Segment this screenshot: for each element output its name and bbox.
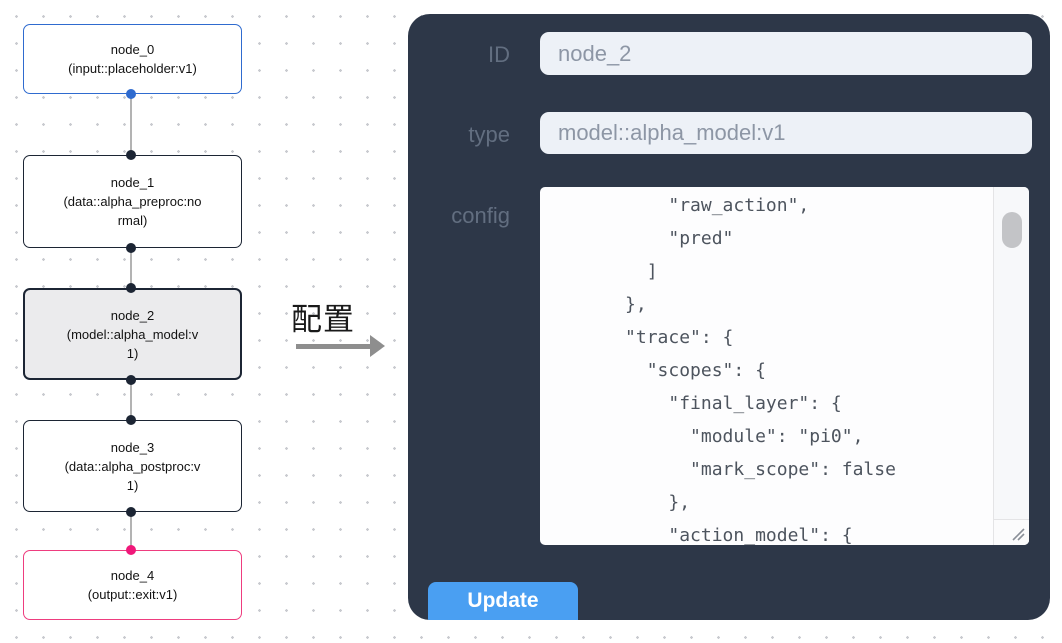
scrollbar-thumb[interactable]	[1002, 212, 1022, 248]
node-subtitle: (output::exit:v1)	[87, 587, 178, 602]
type-field-label: type	[468, 122, 510, 147]
type-input[interactable]	[540, 112, 1032, 154]
config-field-label: config	[451, 203, 510, 228]
node-subtitle: (data::alpha_postproc:v1)	[64, 458, 201, 493]
node-handle[interactable]	[126, 150, 136, 160]
resize-handle-icon[interactable]	[1010, 526, 1026, 542]
node-data-preproc[interactable]: node_1 (data::alpha_preproc:normal)	[23, 155, 242, 248]
node-output-exit[interactable]: node_4 (output::exit:v1)	[23, 550, 242, 620]
node-handle[interactable]	[126, 243, 136, 253]
node-handle[interactable]	[126, 545, 136, 555]
node-handle[interactable]	[126, 89, 136, 99]
config-textarea[interactable]: "raw_action", "pred" ] }, "trace": { "sc…	[540, 187, 1029, 545]
node-title: node_4	[110, 568, 155, 583]
config-text: "raw_action", "pred" ] }, "trace": { "sc…	[625, 195, 896, 545]
node-title: node_1	[110, 175, 155, 190]
node-title: node_0	[110, 42, 155, 57]
scrollbar[interactable]	[993, 187, 1029, 545]
node-data-postproc[interactable]: node_3 (data::alpha_postproc:v1)	[23, 420, 242, 512]
node-title: node_2	[110, 307, 155, 323]
node-model-selected[interactable]: node_2 (model::alpha_model:v1)	[23, 288, 242, 380]
id-field-label: ID	[488, 42, 510, 67]
edge-connector	[130, 248, 132, 288]
node-handle[interactable]	[126, 283, 136, 293]
configure-arrow-label: 配置	[291, 302, 355, 337]
edge-connector	[130, 512, 132, 550]
edge-connector	[130, 94, 132, 155]
update-button[interactable]: Update	[428, 582, 578, 620]
node-subtitle: (data::alpha_preproc:normal)	[63, 194, 202, 228]
node-handle[interactable]	[126, 507, 136, 517]
node-subtitle: (model::alpha_model:v1)	[66, 326, 199, 361]
arrow-right-icon	[296, 344, 370, 349]
id-input[interactable]	[540, 32, 1032, 75]
arrow-right-icon	[370, 335, 385, 357]
node-handle[interactable]	[126, 375, 136, 385]
node-input-placeholder[interactable]: node_0 (input::placeholder:v1)	[23, 24, 242, 94]
edge-connector	[130, 380, 132, 420]
config-panel: ID type config "raw_action", "pred" ] },…	[408, 14, 1050, 620]
node-subtitle: (input::placeholder:v1)	[68, 61, 197, 76]
node-handle[interactable]	[126, 415, 136, 425]
node-title: node_3	[110, 439, 155, 455]
